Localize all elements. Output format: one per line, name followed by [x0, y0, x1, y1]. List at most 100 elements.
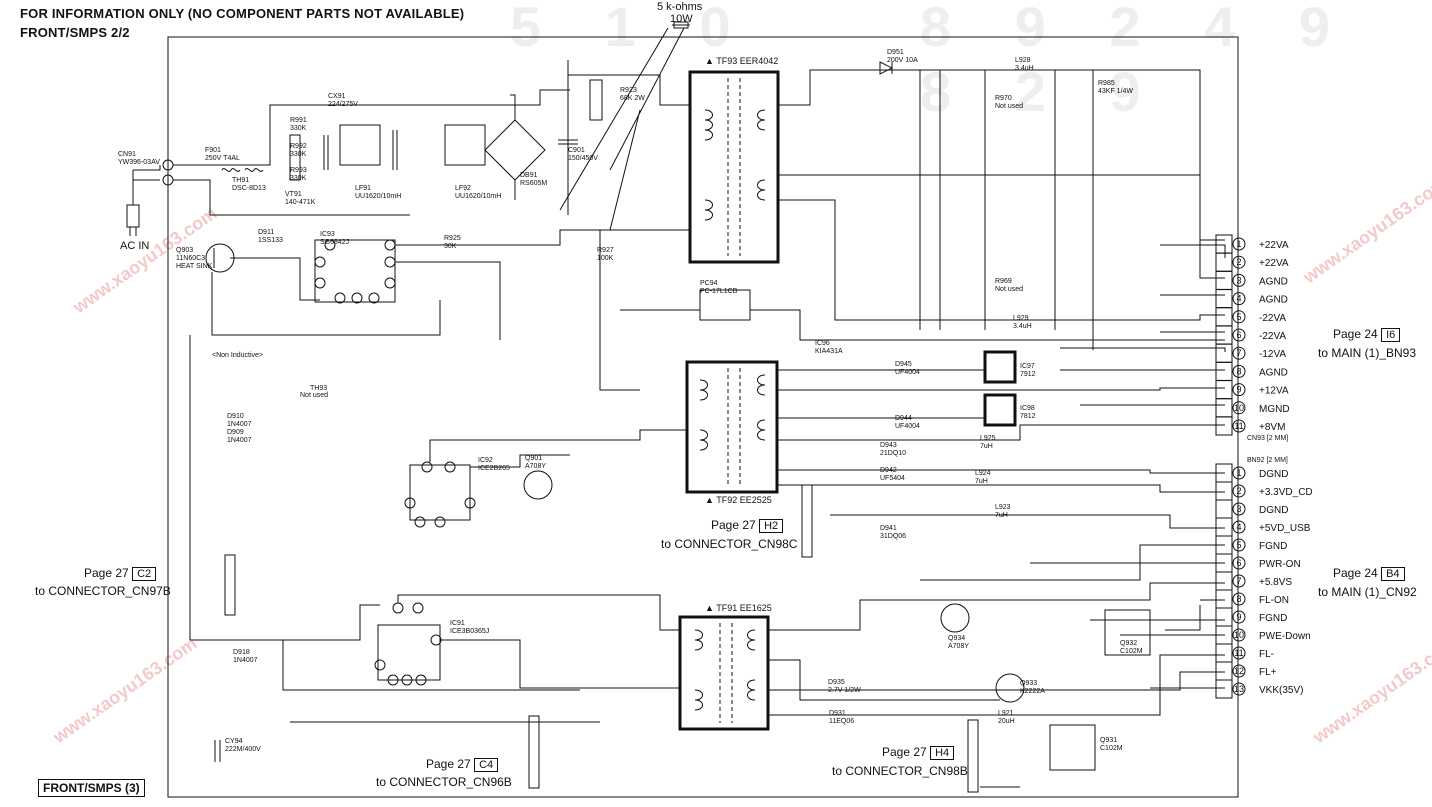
resistor-r923	[589, 79, 603, 121]
vin-trace	[395, 229, 690, 246]
component-ref: R923	[620, 87, 637, 94]
component-value: 1N4007	[227, 437, 252, 444]
connector-pin-box	[1215, 234, 1233, 254]
document-title: FOR INFORMATION ONLY (NO COMPONENT PARTS…	[20, 6, 465, 21]
component-ref: R992	[290, 143, 307, 150]
ic-part: 7812	[1020, 413, 1036, 420]
ic92-pin	[421, 461, 433, 473]
connector-signal-label: FGND	[1259, 541, 1287, 552]
optocoupler-pc94	[699, 289, 751, 321]
connector-pin-box	[1215, 398, 1233, 418]
connector-pin-number: 9	[1236, 385, 1241, 395]
component-ref: L924	[975, 470, 991, 477]
component-ref: R969	[995, 278, 1012, 285]
component-ref: D943	[880, 442, 897, 449]
component-ref: Q934	[948, 635, 965, 642]
tf93-primary-trace	[568, 74, 690, 106]
transformer-label: ▲ TF93 EER4042	[705, 56, 778, 66]
connector-pin-number: 10	[1234, 403, 1244, 413]
connector-pin-box	[1215, 499, 1233, 519]
note-resistance: 5 k-ohms	[657, 1, 703, 13]
ic-part: KIA431A	[815, 348, 843, 355]
ic92-pin	[464, 497, 476, 509]
ic91-trace	[397, 594, 680, 631]
component-ref: D944	[895, 415, 912, 422]
gate-trace	[230, 257, 320, 301]
component-value: 224/275V	[328, 101, 358, 108]
component-value: 3.4uH	[1013, 323, 1032, 330]
tf92-winding	[699, 429, 708, 451]
connector-pin-box	[1215, 589, 1233, 609]
page-ref-c2: Page 27 C2	[84, 566, 157, 581]
connector-pin-number: 5	[1236, 312, 1241, 322]
page-ref-target: to MAIN (1)_CN92	[1318, 585, 1417, 599]
thermistor-th91	[244, 168, 264, 172]
side-note: TH93	[310, 385, 327, 392]
connector-signal-label: VKK(35V)	[1259, 685, 1303, 696]
component-value: 140-471K	[285, 199, 316, 206]
connector-signal-label: FL-	[1259, 649, 1274, 660]
connector-pin	[1232, 520, 1246, 534]
connector-signal-label: FL-ON	[1259, 595, 1289, 606]
ac-neutral-trace	[173, 179, 410, 216]
page-ref-i6: Page 24 I6	[1333, 327, 1401, 342]
connector-pin-number: 13	[1234, 684, 1244, 694]
connector-label: BN92 [2 MM]	[1247, 457, 1288, 464]
plus33-trace	[777, 484, 1225, 493]
component-value: 330K	[290, 175, 307, 182]
component-value: 250V T4AL	[205, 155, 240, 162]
connector-pin	[1232, 556, 1246, 570]
aux-trace	[609, 109, 641, 231]
connector-pin	[1232, 273, 1246, 287]
connector-pin	[1232, 682, 1246, 696]
side-note: HEAT SINK	[176, 263, 213, 270]
connector-pin-number: 4	[1236, 522, 1241, 532]
ic-part: ICE3B0365J	[450, 628, 489, 635]
connector-pin	[1232, 610, 1246, 624]
tf92-winding	[699, 379, 708, 401]
component-value: 21DQ10	[880, 450, 906, 457]
component-ref: R970	[995, 95, 1012, 102]
note-leader-line	[559, 27, 669, 211]
transformer-label: ▲ TF91 EE1625	[705, 603, 772, 613]
connector-signal-label: DGND	[1259, 469, 1288, 480]
plus8vm-trace	[777, 424, 1225, 441]
tf93-winding	[757, 109, 766, 131]
connector-pin-number: 7	[1236, 348, 1241, 358]
connector-cn98d	[801, 484, 813, 558]
connector-pin-number: 3	[1236, 504, 1241, 514]
connector-signal-label: AGND	[1259, 276, 1288, 287]
ic92-trace	[429, 429, 687, 462]
line-filter-lf91	[339, 124, 381, 166]
connector-cn98a	[967, 719, 979, 793]
component-ref: VT91	[285, 191, 302, 198]
diode-d951	[879, 61, 894, 75]
page-ref-page: Page 24	[1333, 327, 1378, 341]
connector-cn96a	[528, 715, 540, 789]
connector-signal-label: PWE-Down	[1259, 631, 1311, 642]
component-value: 7uH	[995, 512, 1008, 519]
connector-pin	[1232, 484, 1246, 498]
component-ref: Q903	[176, 247, 193, 254]
connector-label: CN93 [2 MM]	[1247, 435, 1288, 442]
connector-pin	[1232, 574, 1246, 588]
bridge-rectifier-db91	[484, 119, 546, 181]
component-ref: CN91	[118, 151, 136, 158]
connector-signal-label: -22VA	[1259, 331, 1286, 342]
component-value: UF4004	[895, 423, 920, 430]
ic91-pin	[392, 602, 404, 614]
connector-signal-label: +5.8VS	[1259, 577, 1292, 588]
regulator-ic98	[983, 393, 1017, 427]
ic93-pin	[384, 277, 396, 289]
bottom-rail	[190, 604, 380, 641]
component-ref: C901	[568, 147, 585, 154]
connector-pin-box	[1215, 481, 1233, 501]
transistor-q934	[940, 603, 970, 633]
tf93-winding	[757, 179, 766, 201]
ic93-pin	[314, 277, 326, 289]
connector-pin-box	[1215, 679, 1233, 699]
component-ref: L928	[1015, 57, 1031, 64]
connector-pin-number: 12	[1234, 666, 1244, 676]
ic91-pin	[415, 674, 427, 686]
